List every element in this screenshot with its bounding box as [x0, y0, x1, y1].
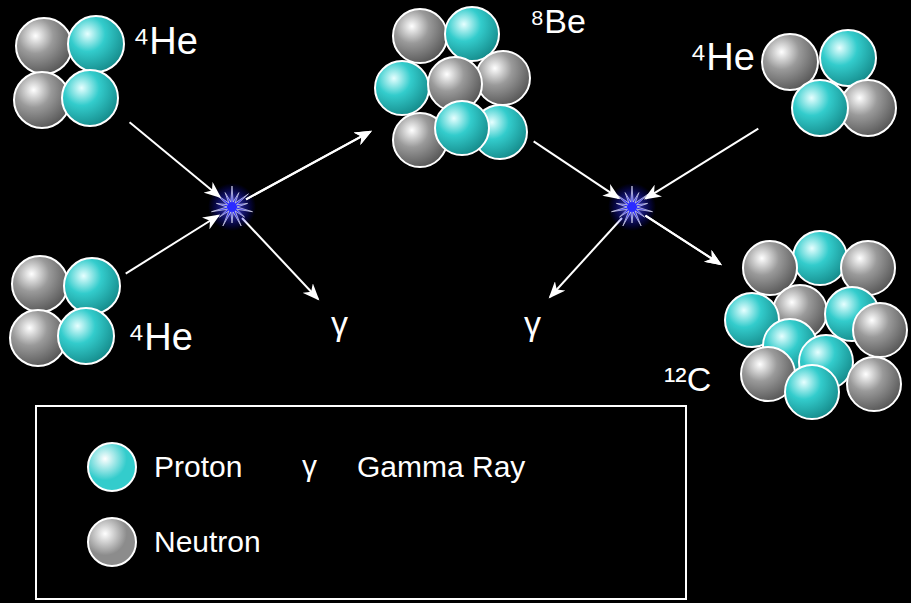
- legend-swatch: [87, 442, 137, 492]
- proton-sphere: [435, 101, 489, 155]
- legend-entry: Neutron: [87, 516, 261, 568]
- nucleus-label: ⁴He: [133, 22, 198, 60]
- legend-text: Gamma Ray: [357, 452, 525, 482]
- neutron-sphere: [476, 51, 530, 105]
- reaction-arrow: [126, 132, 371, 274]
- gamma-symbol: γ: [302, 451, 317, 481]
- proton-sphere: [793, 231, 847, 285]
- gamma-arrow: [242, 218, 318, 299]
- arrow-segment: [534, 141, 619, 198]
- proton-sphere: [62, 70, 118, 126]
- proton-sphere: [785, 365, 839, 419]
- nucleus-spheres: [725, 231, 907, 419]
- arrow-segment: [126, 215, 219, 273]
- reaction-arrow: [534, 141, 721, 264]
- arrow-segment: [130, 122, 220, 197]
- nucleus-label: ⁸Be: [530, 4, 586, 38]
- proton-sphere: [64, 258, 120, 314]
- reaction-arrow: [645, 129, 758, 265]
- legend-text: Neutron: [154, 527, 261, 557]
- proton-sphere: [68, 16, 124, 72]
- neutron-sphere: [16, 18, 72, 74]
- gamma-arrow: [550, 218, 622, 297]
- gamma-symbol: γ: [331, 306, 348, 340]
- proton-sphere: [375, 61, 429, 115]
- neutron-sphere: [847, 357, 901, 411]
- legend-box: ProtonNeutron Gamma Ray: [35, 405, 687, 600]
- arrow-segment: [645, 216, 720, 264]
- proton-sphere: [820, 30, 876, 86]
- reaction-star: [212, 186, 253, 226]
- nucleus-label: ⁴He: [690, 38, 755, 76]
- nucleus-spheres: [14, 16, 124, 128]
- legend-text: Proton: [154, 452, 242, 482]
- neutron-sphere: [12, 256, 68, 312]
- arrow-segment: [646, 129, 759, 199]
- neutron-sphere: [853, 303, 907, 357]
- arrow-segment: [246, 132, 370, 200]
- nucleus: ⁴He: [760, 28, 900, 140]
- arrow-segment: [645, 216, 720, 264]
- legend-swatch: [87, 517, 137, 567]
- proton-sphere: [58, 308, 114, 364]
- arrow-segment: [246, 132, 370, 200]
- nucleus: ¹²C: [722, 230, 907, 420]
- gamma-symbol: γ: [524, 306, 541, 340]
- nucleus-spheres: [375, 7, 530, 167]
- nucleus-label: ⁴He: [128, 318, 193, 356]
- legend-entry: Proton: [87, 441, 242, 493]
- neutron-sphere: [393, 9, 447, 63]
- nucleus: ⁴He: [8, 252, 124, 370]
- legend-entry: Gamma Ray: [357, 441, 525, 493]
- nucleus: ⁸Be: [372, 6, 532, 168]
- nucleus-spheres: [762, 30, 896, 136]
- reaction-glow: [608, 183, 656, 231]
- nucleus-label: ¹²C: [664, 362, 711, 396]
- proton-sphere: [792, 80, 848, 136]
- nucleus-spheres: [10, 256, 120, 366]
- nucleus: ⁴He: [12, 14, 128, 132]
- reaction-star: [612, 186, 653, 226]
- reaction-arrow: [130, 122, 371, 199]
- reaction-glow: [208, 183, 256, 231]
